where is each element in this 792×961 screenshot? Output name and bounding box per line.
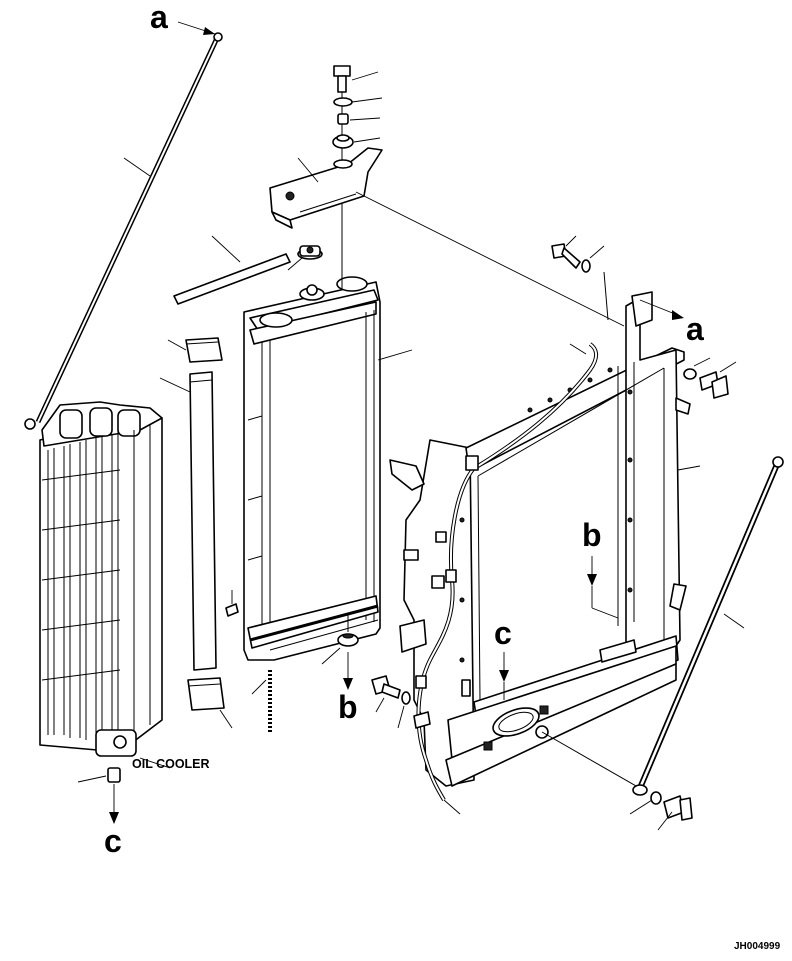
leader-stay-rod-washer (629, 799, 653, 815)
leader-b-frame-end (591, 607, 619, 619)
seal-pad-top (185, 337, 223, 363)
leader-bolt (351, 71, 379, 81)
leader-seal-strip-top (211, 235, 241, 263)
ref-label-b-radiator: b (338, 689, 358, 725)
leader-lower-cushion (321, 647, 341, 665)
leader-bracket-to-frame (355, 191, 625, 327)
arrow-b-frame (587, 574, 597, 586)
drain-cock (225, 603, 239, 617)
leader-radiator-cap (287, 257, 303, 271)
wiring-harness (413, 342, 598, 802)
ref-label-a-frame: a (686, 311, 704, 347)
seal-strip-long (189, 371, 217, 671)
leader-seal-pad-bottom (219, 709, 233, 729)
oil-cooler-fins (41, 425, 151, 744)
ref-label-a-top: a (150, 0, 168, 35)
leader-radiator (377, 349, 413, 361)
leader-frame-bolt-top (565, 235, 577, 247)
leader-frame (677, 465, 701, 471)
arrow-c-frame (499, 670, 509, 682)
leader-seal-pad-top (167, 339, 187, 351)
right-stay-rod (632, 456, 784, 796)
lower-mount-cushion (337, 614, 359, 647)
leader-cushion (353, 137, 381, 143)
leader-frame-bolt-right (719, 361, 737, 373)
leader-frame-washer-bottom (397, 705, 405, 729)
leader-frame-washer-top (589, 245, 605, 259)
left-stay-rod (24, 32, 223, 430)
ref-label-c-frame: c (494, 615, 512, 651)
oil-cooler-bushing (107, 767, 121, 783)
leader-stay-rod-bolt (657, 811, 673, 831)
frame-bolt-right (683, 368, 729, 399)
stay-rod-bolt (650, 791, 693, 821)
drain-hose (251, 670, 272, 732)
radiator-cap (297, 245, 323, 260)
leader-frame-washer-right (693, 357, 711, 367)
upper-bracket (269, 147, 383, 229)
ref-label-b-frame: b (582, 517, 602, 553)
radiator (243, 276, 381, 661)
leader-frame-bolt-bottom (375, 697, 385, 713)
radiator-frame (389, 291, 691, 787)
leader-seal-strip (159, 377, 191, 393)
frame-bolt-bottom-left (371, 675, 411, 705)
arrow-a-top (203, 27, 215, 35)
seal-pad-bottom (187, 677, 225, 711)
ref-label-c-oil-cooler: c (104, 823, 122, 859)
arrow-a-frame (672, 310, 684, 320)
oil-cooler-label: OIL COOLER (132, 757, 210, 771)
oil-cooler (39, 401, 163, 757)
frame-bolt-top-axis (603, 271, 609, 321)
leader-stay-rod-right (723, 613, 745, 629)
seal-strip-top (173, 253, 291, 305)
leader-washer (351, 97, 383, 103)
leader-oil-cooler (139, 757, 171, 769)
leader-harness-bottom (443, 799, 461, 815)
leader-harness-top (569, 343, 587, 355)
arrow-c-oil-cooler (109, 812, 119, 824)
leader-upper-bracket (297, 157, 319, 183)
drawing-code: JH004999 (734, 941, 781, 952)
leader-stay-rod-left (123, 157, 151, 177)
stay-rod-to-frame-axis (541, 731, 637, 787)
arrow-b-radiator (343, 678, 353, 690)
leader-bushing (77, 775, 107, 783)
leader-collar (349, 117, 381, 121)
frame-bolt-top (551, 243, 591, 273)
